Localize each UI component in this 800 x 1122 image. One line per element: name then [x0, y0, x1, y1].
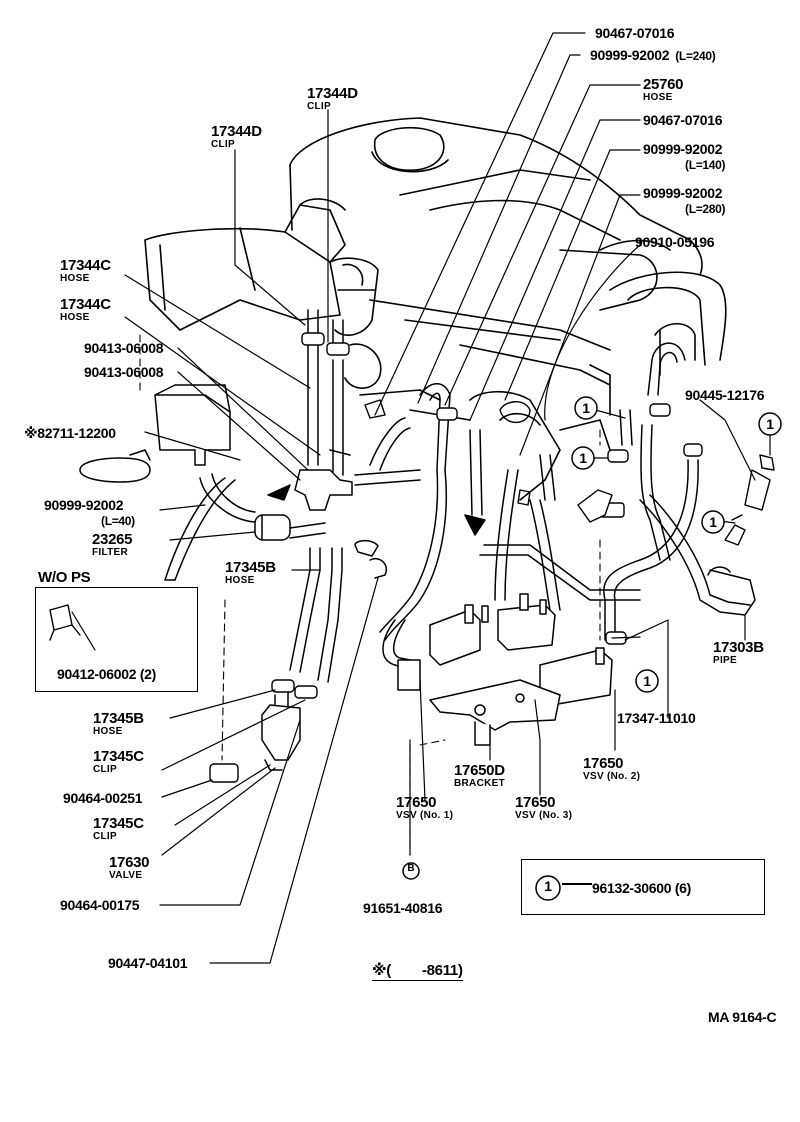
wops-title: W/O PS	[38, 569, 91, 586]
label-90413-06008-a: 90413-06008	[84, 340, 164, 356]
drawing-code: MA 9164-C	[708, 1009, 777, 1025]
dashed-lines	[139, 334, 601, 856]
label-90413-06008-b: 90413-06008	[84, 364, 164, 380]
callout-1-c: 1	[766, 416, 774, 432]
label-17347-11010: 17347-11010	[617, 710, 696, 726]
label-90999-92002-l140: 90999-92002(L=140)	[643, 141, 726, 172]
engine-outline	[144, 117, 727, 501]
label-90999-92002-l280: 90999-92002(L=280)	[643, 185, 726, 216]
callout-1-e: 1	[643, 673, 651, 689]
label-90412-06002: 90412-06002 (2)	[57, 666, 157, 682]
vacuum-hoses	[199, 309, 699, 683]
legend-box	[521, 859, 765, 915]
label-90910-05196: 90910-05196	[635, 234, 715, 250]
filter-and-joints	[79, 384, 387, 581]
label-90464-00251: 90464-00251	[63, 790, 143, 806]
vsv-assemblies	[397, 593, 613, 746]
label-90999-92002-l240: 90999-92002(L=240)	[590, 47, 716, 63]
flow-arrows	[267, 484, 486, 536]
label-82711-12200: ※82711-12200	[24, 425, 116, 441]
label-90447-04101: 90447-04101	[108, 955, 188, 971]
callout-markers	[402, 396, 782, 901]
bolt-marker-b: B	[407, 863, 415, 874]
callout-1-b: 1	[579, 450, 587, 466]
callout-1-a: 1	[582, 400, 590, 416]
leader-lines	[71, 32, 771, 964]
label-90464-00175: 90464-00175	[60, 897, 140, 913]
label-90999-92002-l40: 90999-92002(L=40)	[44, 497, 135, 528]
legend-marker: 1	[544, 878, 552, 894]
footnote-applicability: ※( -8611)	[372, 962, 463, 981]
legend-connector	[562, 883, 592, 885]
label-91651-40816: 91651-40816	[363, 900, 443, 916]
label-90445-12176: 90445-12176	[685, 387, 765, 403]
misc-fittings	[49, 399, 775, 641]
without-power-steering-inset	[35, 587, 198, 692]
legend-part-96132-30600: 96132-30600 (6)	[592, 880, 692, 896]
valve-17630	[261, 691, 301, 771]
label-90467-07016-top: 90467-07016	[595, 25, 675, 41]
pipe-17303B	[639, 494, 756, 616]
callout-1-d: 1	[709, 514, 717, 530]
label-90467-07016-b: 90467-07016	[643, 112, 723, 128]
